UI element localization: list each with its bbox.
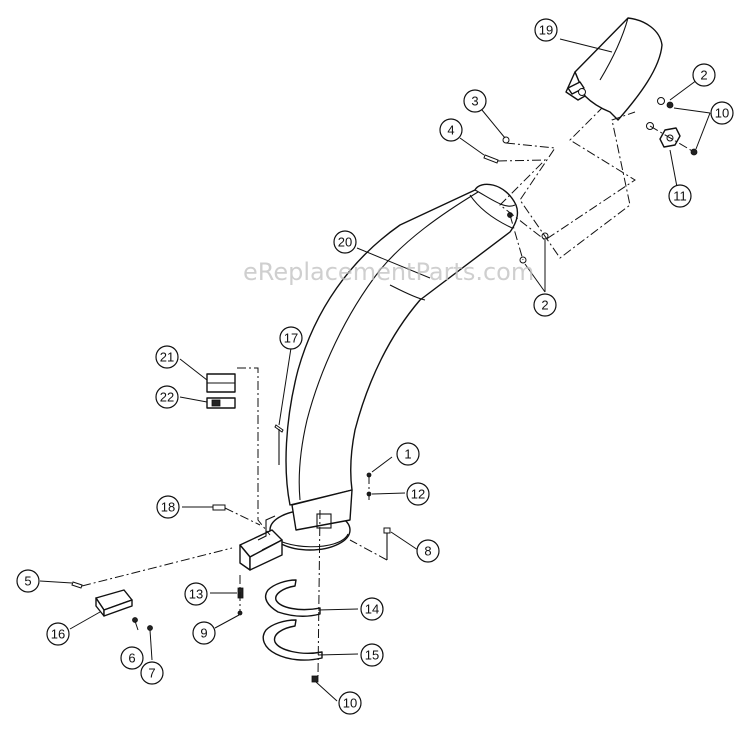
svg-text:7: 7: [148, 666, 155, 681]
crank-bracket-part: [95, 589, 133, 617]
callout-20[interactable]: 20: [333, 230, 357, 254]
assembly-lines: [81, 107, 695, 677]
svg-text:22: 22: [160, 390, 174, 405]
leader-lines: [39, 38, 711, 702]
callout-11[interactable]: 11: [668, 184, 692, 208]
callout-9[interactable]: 9: [192, 621, 216, 645]
callout-13[interactable]: 13: [184, 582, 208, 606]
part-callouts: 19 2 10 11 3 4 20 2 17 21 22 1 12 18 8 5…: [16, 18, 734, 715]
callout-22[interactable]: 22: [155, 385, 179, 409]
svg-text:8: 8: [424, 544, 431, 559]
chute-ring-lower-part: [262, 619, 323, 661]
callout-19[interactable]: 19: [534, 18, 558, 42]
svg-text:2: 2: [541, 298, 548, 313]
svg-text:13: 13: [189, 587, 203, 602]
callout-16[interactable]: 16: [46, 622, 70, 646]
svg-text:18: 18: [161, 500, 175, 515]
callout-10-bottom[interactable]: 10: [338, 691, 362, 715]
callout-10-top[interactable]: 10: [710, 101, 734, 125]
svg-text:20: 20: [338, 235, 352, 250]
watermark-text: eReplacementParts.com: [243, 258, 534, 286]
callout-1[interactable]: 1: [396, 442, 420, 466]
svg-text:2: 2: [700, 68, 707, 83]
svg-text:16: 16: [51, 627, 65, 642]
svg-text:6: 6: [128, 651, 135, 666]
svg-text:12: 12: [411, 487, 425, 502]
svg-text:10: 10: [343, 696, 357, 711]
callout-8[interactable]: 8: [416, 539, 440, 563]
svg-text:3: 3: [471, 94, 478, 109]
callout-12[interactable]: 12: [406, 482, 430, 506]
hardware-pieces: [71, 97, 698, 683]
discharge-chute-part: [285, 183, 519, 506]
deflector-hood-part: [565, 17, 663, 121]
callout-18[interactable]: 18: [156, 495, 180, 519]
svg-text:10: 10: [715, 106, 729, 121]
svg-text:19: 19: [539, 23, 553, 38]
callout-2-top[interactable]: 2: [692, 63, 716, 87]
decal-labels: [206, 373, 236, 409]
svg-text:5: 5: [24, 574, 31, 589]
callout-5[interactable]: 5: [16, 569, 40, 593]
chute-base-flange: [269, 489, 353, 551]
svg-text:21: 21: [160, 350, 174, 365]
svg-text:14: 14: [365, 602, 379, 617]
callout-14[interactable]: 14: [360, 597, 384, 621]
svg-text:9: 9: [200, 626, 207, 641]
callout-21[interactable]: 21: [155, 345, 179, 369]
svg-text:15: 15: [365, 648, 379, 663]
svg-text:11: 11: [673, 189, 687, 204]
rotation-bracket-part: [239, 515, 283, 571]
callout-6[interactable]: 6: [120, 646, 144, 670]
chute-ring-upper-part: [264, 579, 321, 617]
svg-text:4: 4: [447, 123, 454, 138]
callout-4[interactable]: 4: [439, 118, 463, 142]
callout-15[interactable]: 15: [360, 643, 384, 667]
svg-text:1: 1: [404, 447, 411, 462]
callout-17[interactable]: 17: [279, 326, 303, 350]
callout-2-bottom[interactable]: 2: [533, 293, 557, 317]
callout-7[interactable]: 7: [140, 661, 164, 685]
callout-3[interactable]: 3: [463, 89, 487, 113]
svg-text:17: 17: [284, 331, 298, 346]
